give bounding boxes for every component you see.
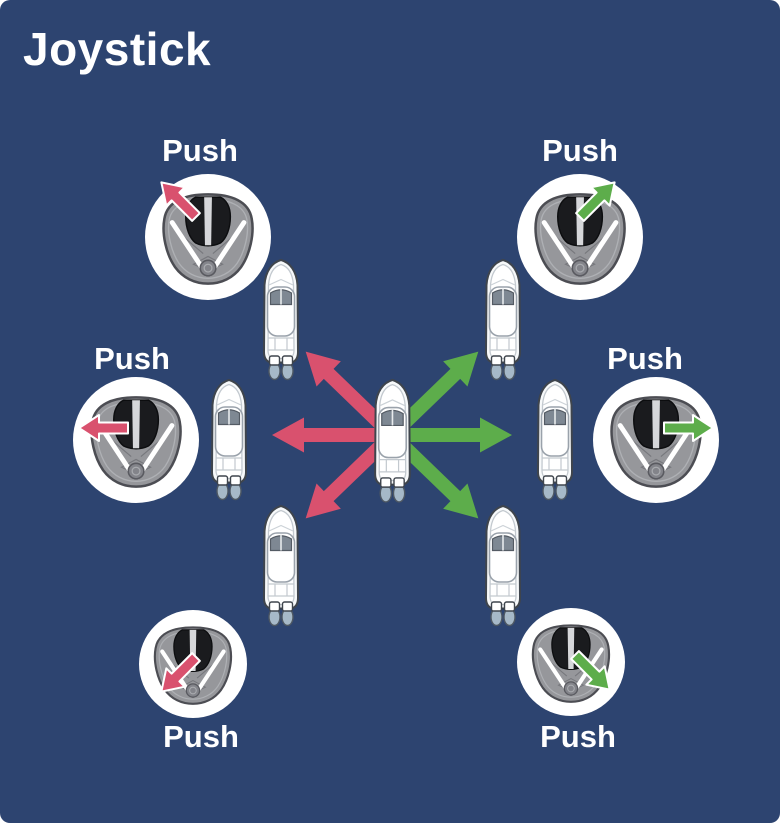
boat-center [374, 379, 411, 503]
push-label-bottom-left: Push [163, 719, 239, 754]
joystick-bottom-right [517, 608, 625, 716]
boats [211, 259, 573, 627]
joystick-icon [533, 625, 609, 701]
push-label-left: Push [94, 341, 170, 376]
boat-down-left [263, 505, 299, 627]
joystick-right [593, 377, 719, 503]
push-label-right: Push [607, 341, 683, 376]
page-title: Joystick [23, 23, 212, 75]
joystick-icon [536, 194, 625, 283]
joystick-top-right [517, 172, 643, 300]
boat-left [211, 379, 247, 501]
joystick-bottom-left [139, 610, 247, 718]
push-label-top-right: Push [542, 133, 618, 168]
push-label-top-left: Push [162, 133, 238, 168]
boat-up-right [485, 259, 521, 381]
boat-up-left [263, 259, 299, 381]
joystick-icon [612, 397, 701, 486]
joystick-icon [92, 397, 181, 486]
boat-right [537, 379, 573, 501]
push-label-bottom-right: Push [540, 719, 616, 754]
boat-down-right [485, 505, 521, 627]
joystick-top-left [145, 172, 271, 300]
joystick-badges [73, 172, 719, 718]
joystick-left [73, 377, 199, 503]
joystick-icon [164, 194, 253, 283]
